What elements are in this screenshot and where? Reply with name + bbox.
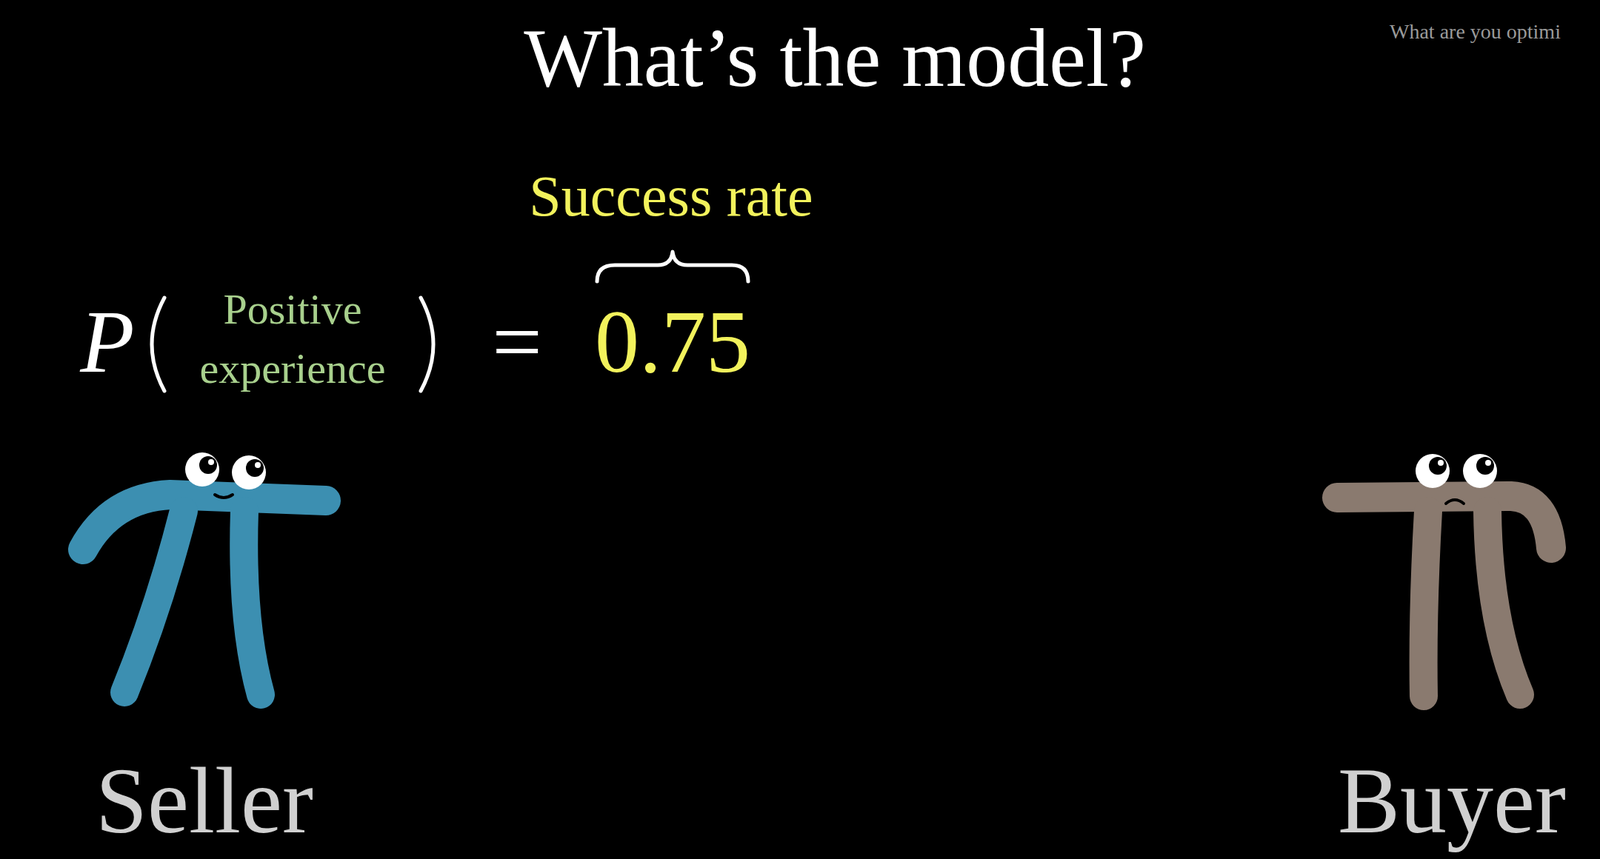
success-rate-label: Success rate bbox=[528, 167, 813, 226]
buyer-pi-creature bbox=[1337, 454, 1552, 697]
value: 0.75 bbox=[594, 297, 751, 387]
left-paren bbox=[151, 297, 165, 392]
right-paren bbox=[420, 297, 434, 392]
title: What’s the model? bbox=[523, 16, 1146, 100]
role-label: Buyer bbox=[1337, 754, 1566, 849]
event-text: Positive bbox=[223, 288, 363, 332]
probability-symbol: P bbox=[80, 297, 135, 387]
seller-pi-creature bbox=[82, 452, 326, 695]
role-label: Seller bbox=[95, 754, 314, 849]
brace bbox=[597, 251, 749, 282]
watermark: What are you optimi bbox=[1389, 21, 1561, 43]
event-text: experience bbox=[199, 347, 386, 391]
equals-sign: = bbox=[491, 297, 543, 387]
